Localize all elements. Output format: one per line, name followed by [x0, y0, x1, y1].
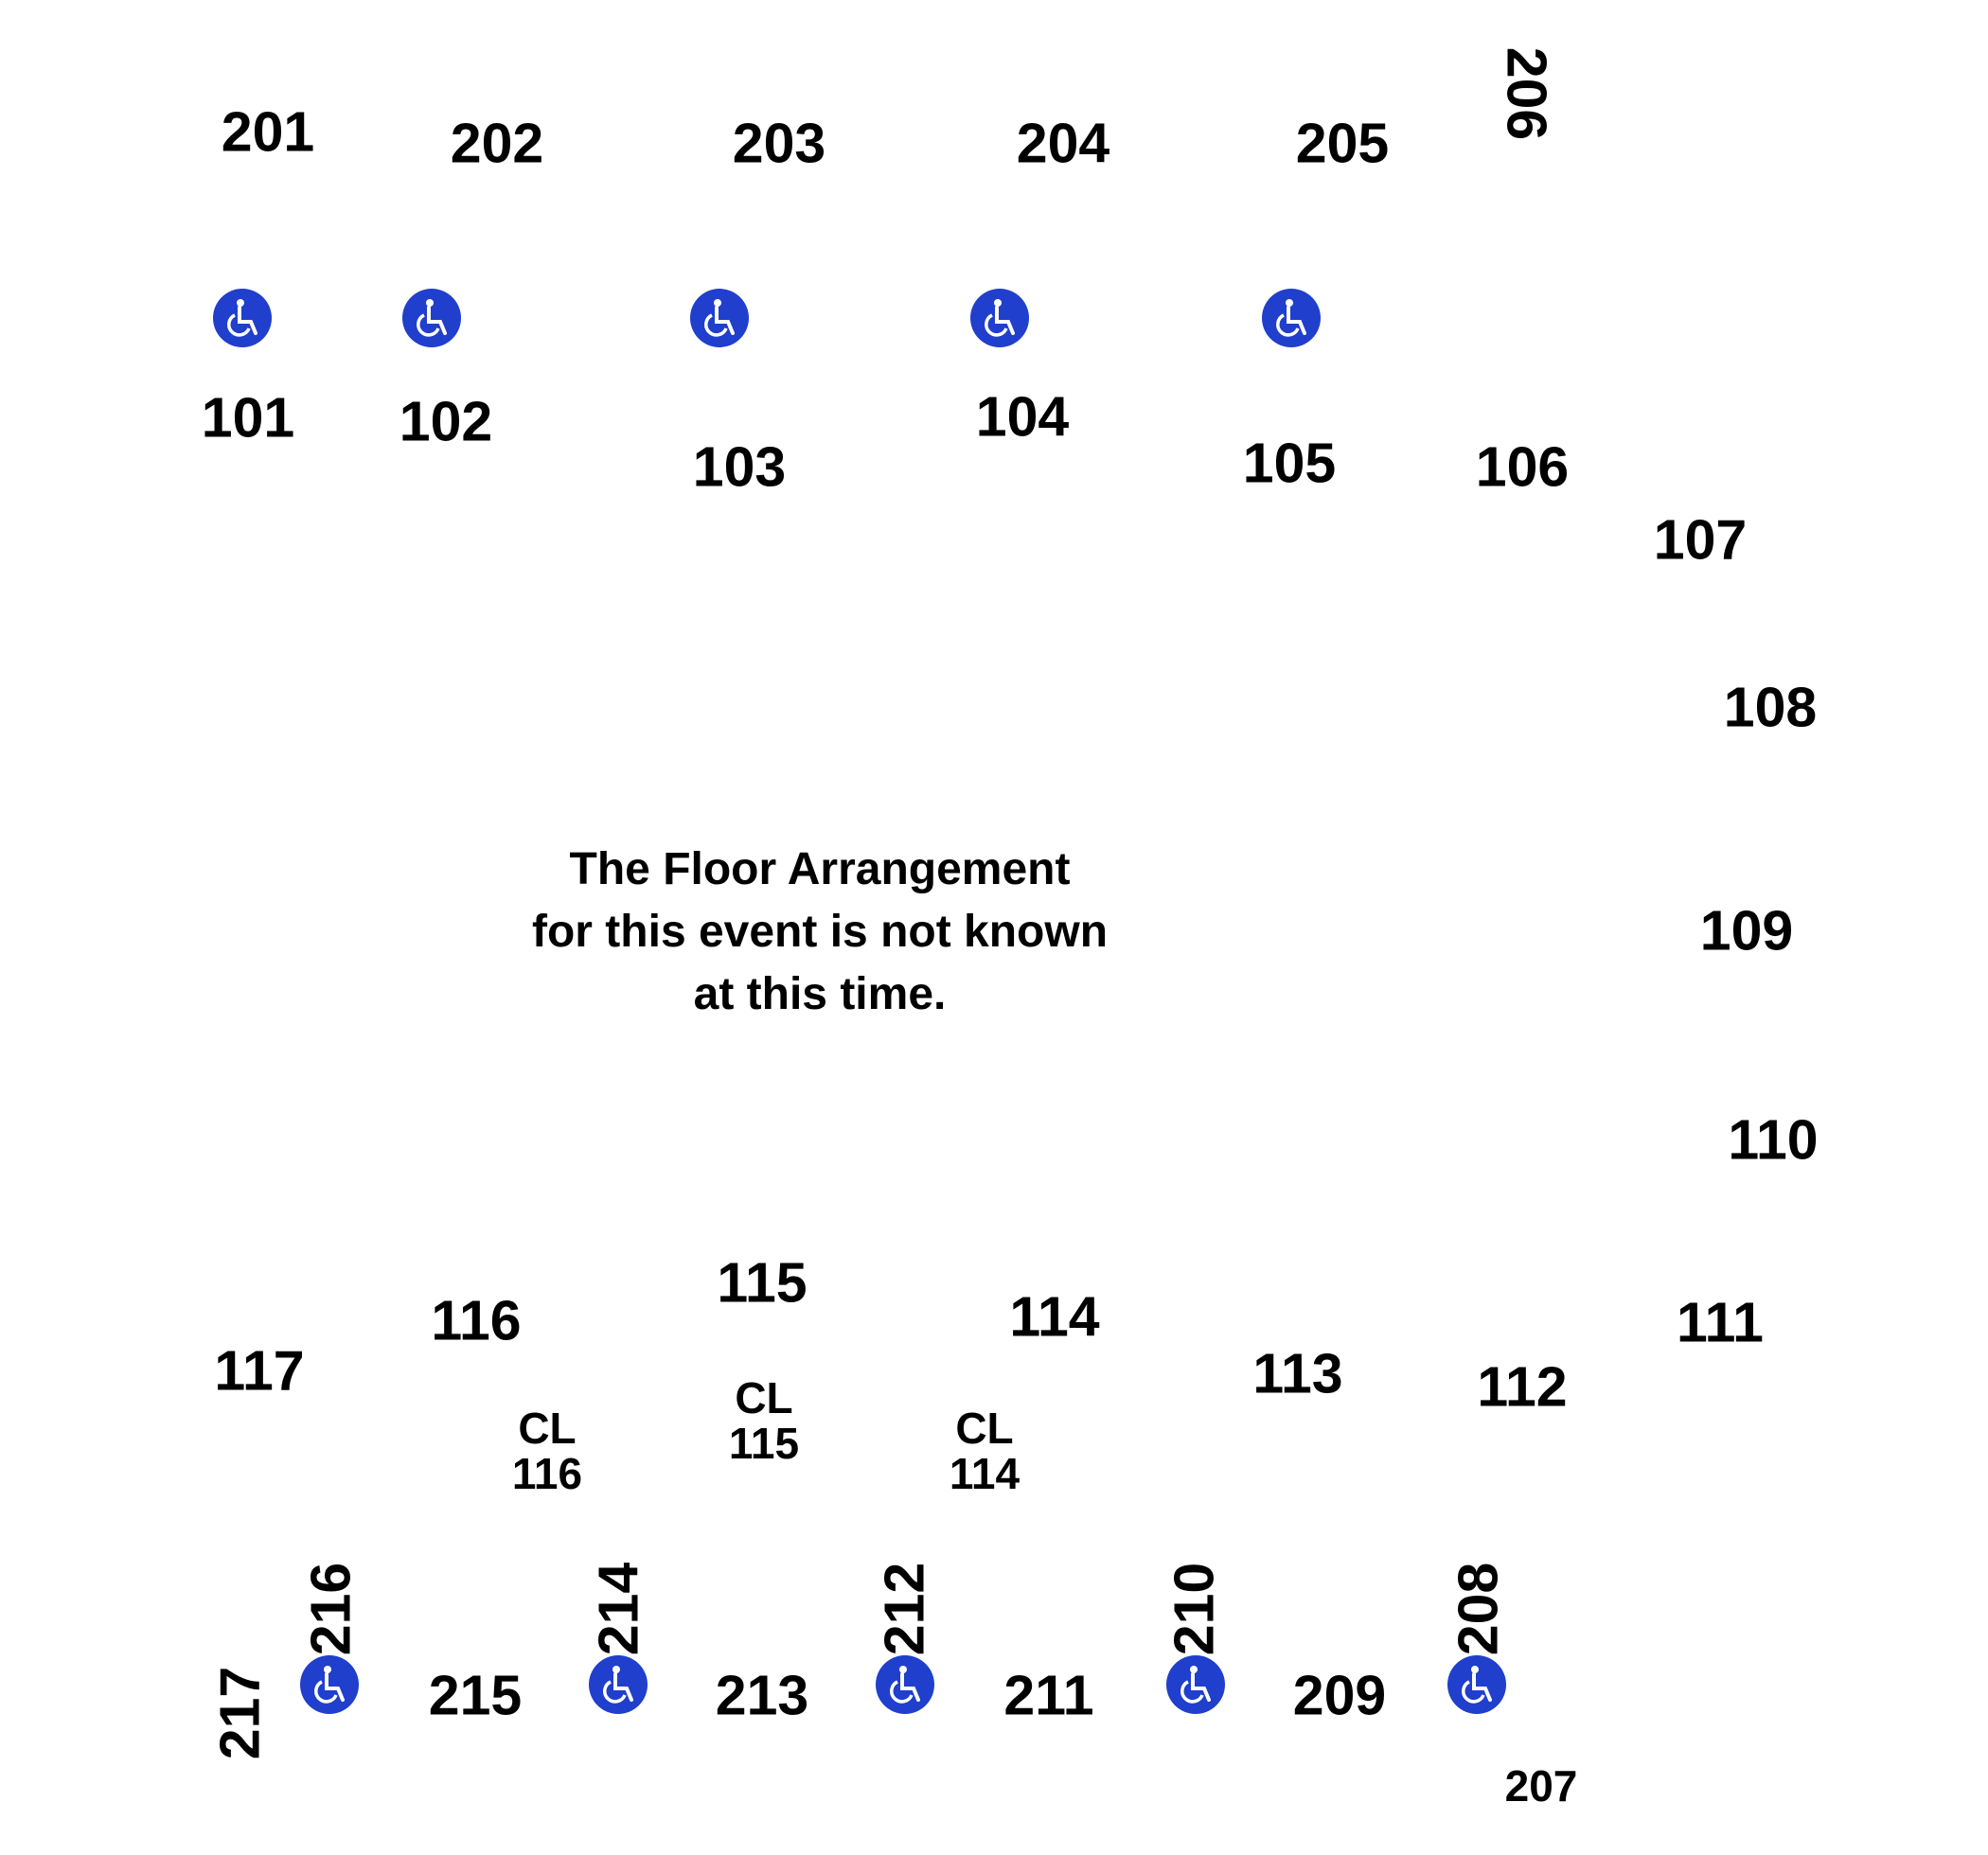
section-204[interactable]: 204: [1016, 112, 1110, 175]
section-109[interactable]: 109: [1699, 899, 1794, 963]
wheelchair-icon: [690, 289, 749, 347]
section-111[interactable]: 111: [1677, 1291, 1764, 1354]
section-102[interactable]: 102: [399, 390, 493, 453]
section-211[interactable]: 211: [1003, 1664, 1094, 1727]
wheelchair-icon: [589, 1655, 648, 1714]
floor-notice: The Floor Arrangement for this event is …: [532, 839, 1108, 1026]
wheelchair-icon: [876, 1655, 934, 1714]
section-206[interactable]: 206: [1495, 46, 1558, 141]
wheelchair-icon: [1262, 289, 1321, 347]
section-104[interactable]: 104: [975, 385, 1070, 449]
section-202[interactable]: 202: [450, 112, 544, 175]
section-114[interactable]: 114: [1009, 1285, 1100, 1349]
section-113[interactable]: 113: [1252, 1342, 1343, 1405]
section-116[interactable]: 116: [431, 1289, 522, 1352]
wheelchair-icon: [970, 289, 1029, 347]
section-207[interactable]: 207: [1504, 1761, 1578, 1811]
section-105[interactable]: 105: [1242, 432, 1337, 495]
club-prefix: CL: [518, 1404, 577, 1453]
wheelchair-icon: [300, 1655, 359, 1714]
section-215[interactable]: 215: [428, 1664, 523, 1727]
section-212[interactable]: 212: [873, 1562, 936, 1656]
section-205[interactable]: 205: [1295, 112, 1390, 175]
section-106[interactable]: 106: [1475, 435, 1570, 499]
section-203[interactable]: 203: [732, 112, 826, 175]
section-217[interactable]: 217: [208, 1666, 272, 1760]
section-216[interactable]: 216: [299, 1562, 363, 1656]
club-prefix: CL: [955, 1404, 1014, 1453]
club-section-115[interactable]: CL 115: [729, 1375, 799, 1466]
club-section-116[interactable]: CL 116: [512, 1405, 582, 1496]
section-115[interactable]: 115: [717, 1251, 808, 1315]
floor-notice-line-2: for this event is not known: [531, 907, 1109, 957]
section-214[interactable]: 214: [587, 1562, 650, 1656]
wheelchair-icon: [1447, 1655, 1506, 1714]
wheelchair-icon: [402, 289, 461, 347]
wheelchair-icon: [1166, 1655, 1225, 1714]
section-213[interactable]: 213: [715, 1664, 809, 1727]
club-number: 114: [949, 1449, 1021, 1498]
section-103[interactable]: 103: [692, 435, 787, 499]
section-201[interactable]: 201: [221, 100, 315, 164]
floor-notice-line-1: The Floor Arrangement: [569, 844, 1071, 894]
club-section-114[interactable]: CL 114: [950, 1405, 1020, 1496]
section-209[interactable]: 209: [1292, 1664, 1387, 1727]
club-number: 116: [511, 1449, 583, 1498]
section-107[interactable]: 107: [1653, 508, 1748, 572]
section-210[interactable]: 210: [1163, 1562, 1226, 1656]
wheelchair-icon: [213, 289, 272, 347]
section-112[interactable]: 112: [1477, 1355, 1568, 1419]
section-110[interactable]: 110: [1728, 1108, 1819, 1172]
section-108[interactable]: 108: [1723, 676, 1818, 739]
section-101[interactable]: 101: [201, 386, 295, 450]
section-117[interactable]: 117: [214, 1339, 305, 1403]
floor-notice-line-3: at this time.: [693, 969, 947, 1019]
club-prefix: CL: [735, 1373, 793, 1422]
section-208[interactable]: 208: [1447, 1562, 1510, 1656]
club-number: 115: [728, 1419, 800, 1468]
